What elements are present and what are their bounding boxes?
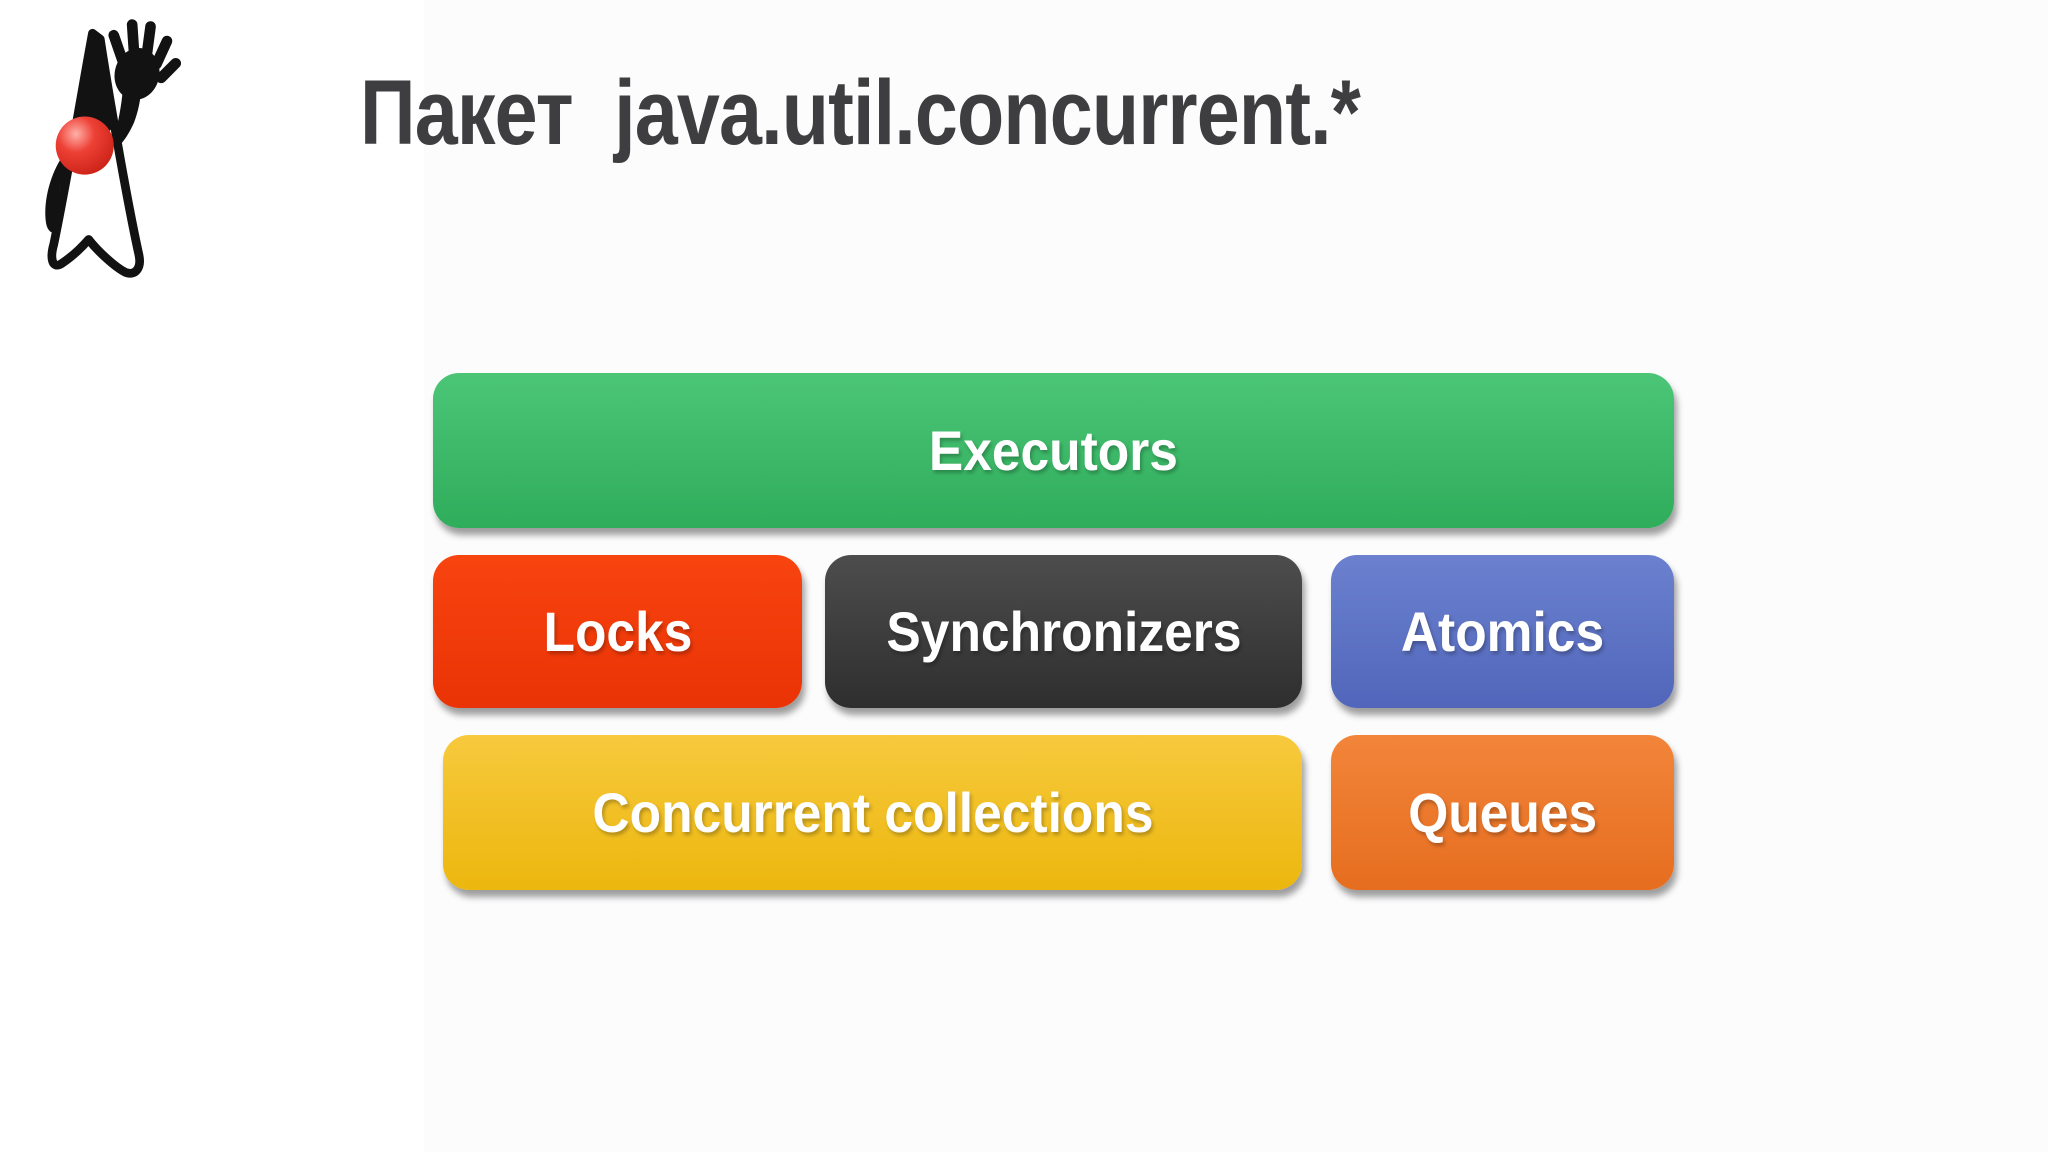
executors-box: Executors [433, 373, 1674, 528]
slide-title-text: Пакет java.util.concurrent.* [360, 62, 1361, 164]
java-duke-icon [22, 12, 192, 312]
executors-label: Executors [928, 419, 1179, 482]
atomics-label: Atomics [1400, 600, 1605, 663]
locks-box: Locks [433, 555, 802, 708]
slide-title: Пакет java.util.concurrent.* [360, 58, 1551, 168]
queues-label: Queues [1408, 781, 1597, 844]
locks-label: Locks [543, 600, 692, 663]
atomics-box: Atomics [1331, 555, 1674, 708]
synchronizers-box: Synchronizers [825, 555, 1302, 708]
queues-box: Queues [1331, 735, 1674, 890]
concurrent-collections-label: Concurrent collections [591, 781, 1154, 844]
synchronizers-label: Synchronizers [885, 600, 1242, 663]
concurrent-collections-box: Concurrent collections [443, 735, 1302, 890]
